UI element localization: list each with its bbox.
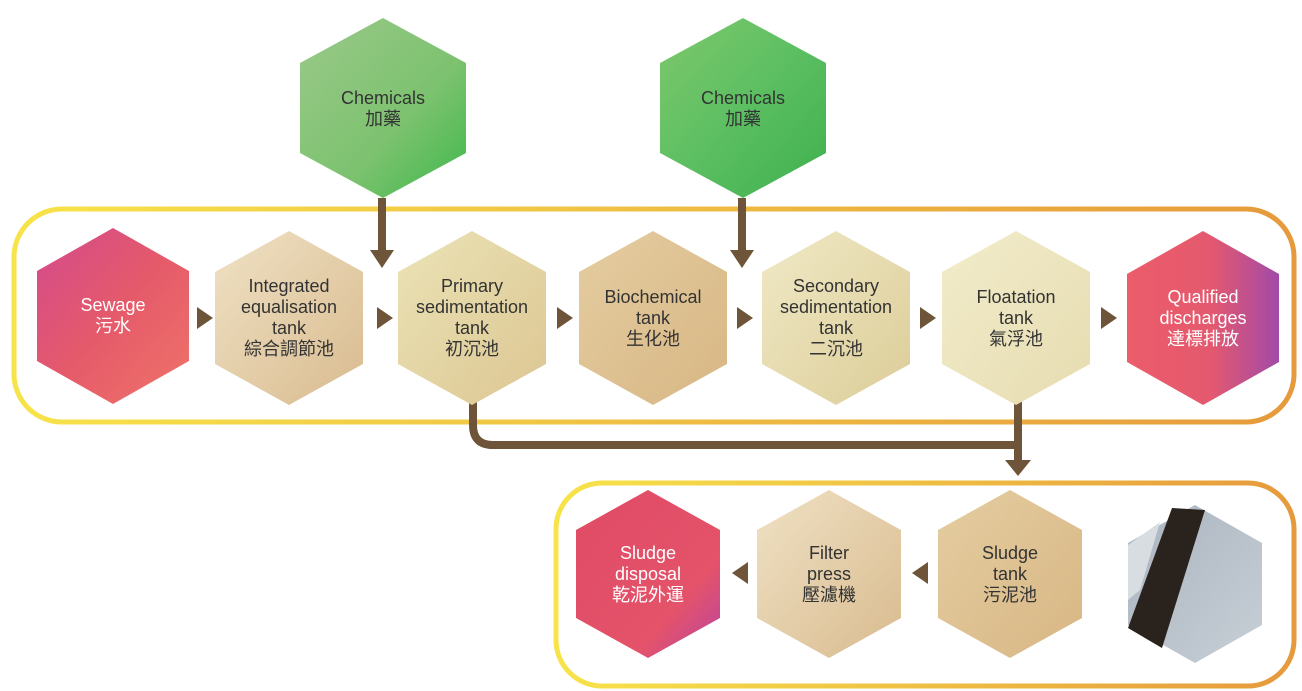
sludge-flow-arrow-2 (732, 562, 748, 584)
sewage-shape (37, 228, 189, 404)
chemicals-2-shape (660, 18, 826, 198)
arrowheads (197, 250, 1117, 584)
sludge-flow-arrow-1 (912, 562, 928, 584)
sludge-photo-dark-band (1128, 508, 1205, 648)
chemicals-1-arrowhead (370, 250, 394, 268)
connectors (378, 198, 1022, 462)
main-process-frame (11, 206, 1297, 425)
biochemical-tank-shape (579, 231, 727, 405)
flow-arrow-5 (920, 307, 936, 329)
chemicals-1-shape (300, 18, 466, 198)
flow-arrow-6 (1101, 307, 1117, 329)
flow-arrow-2 (377, 307, 393, 329)
flow-arrow-4 (737, 307, 753, 329)
sludge-disposal-shape (576, 490, 720, 658)
sludge-process-frame (553, 480, 1297, 689)
sludge-photo-edge (1128, 522, 1160, 600)
flow-arrow-1 (197, 307, 213, 329)
filter-press-shape (757, 490, 901, 658)
floatation-tank-shape (942, 231, 1090, 405)
chemicals-2-arrowhead (730, 250, 754, 268)
sludge-return-connector (469, 398, 1018, 449)
primary-tank-shape (398, 231, 546, 405)
flow-arrow-3 (557, 307, 573, 329)
sludge-photo (1128, 505, 1262, 663)
integrated-tank-shape (215, 231, 363, 405)
qualified-discharges-shape (1127, 231, 1279, 405)
sludge-down-arrowhead (1005, 460, 1031, 476)
sludge-tank-shape (938, 490, 1082, 658)
nodes (37, 18, 1279, 663)
secondary-tank-shape (762, 231, 910, 405)
